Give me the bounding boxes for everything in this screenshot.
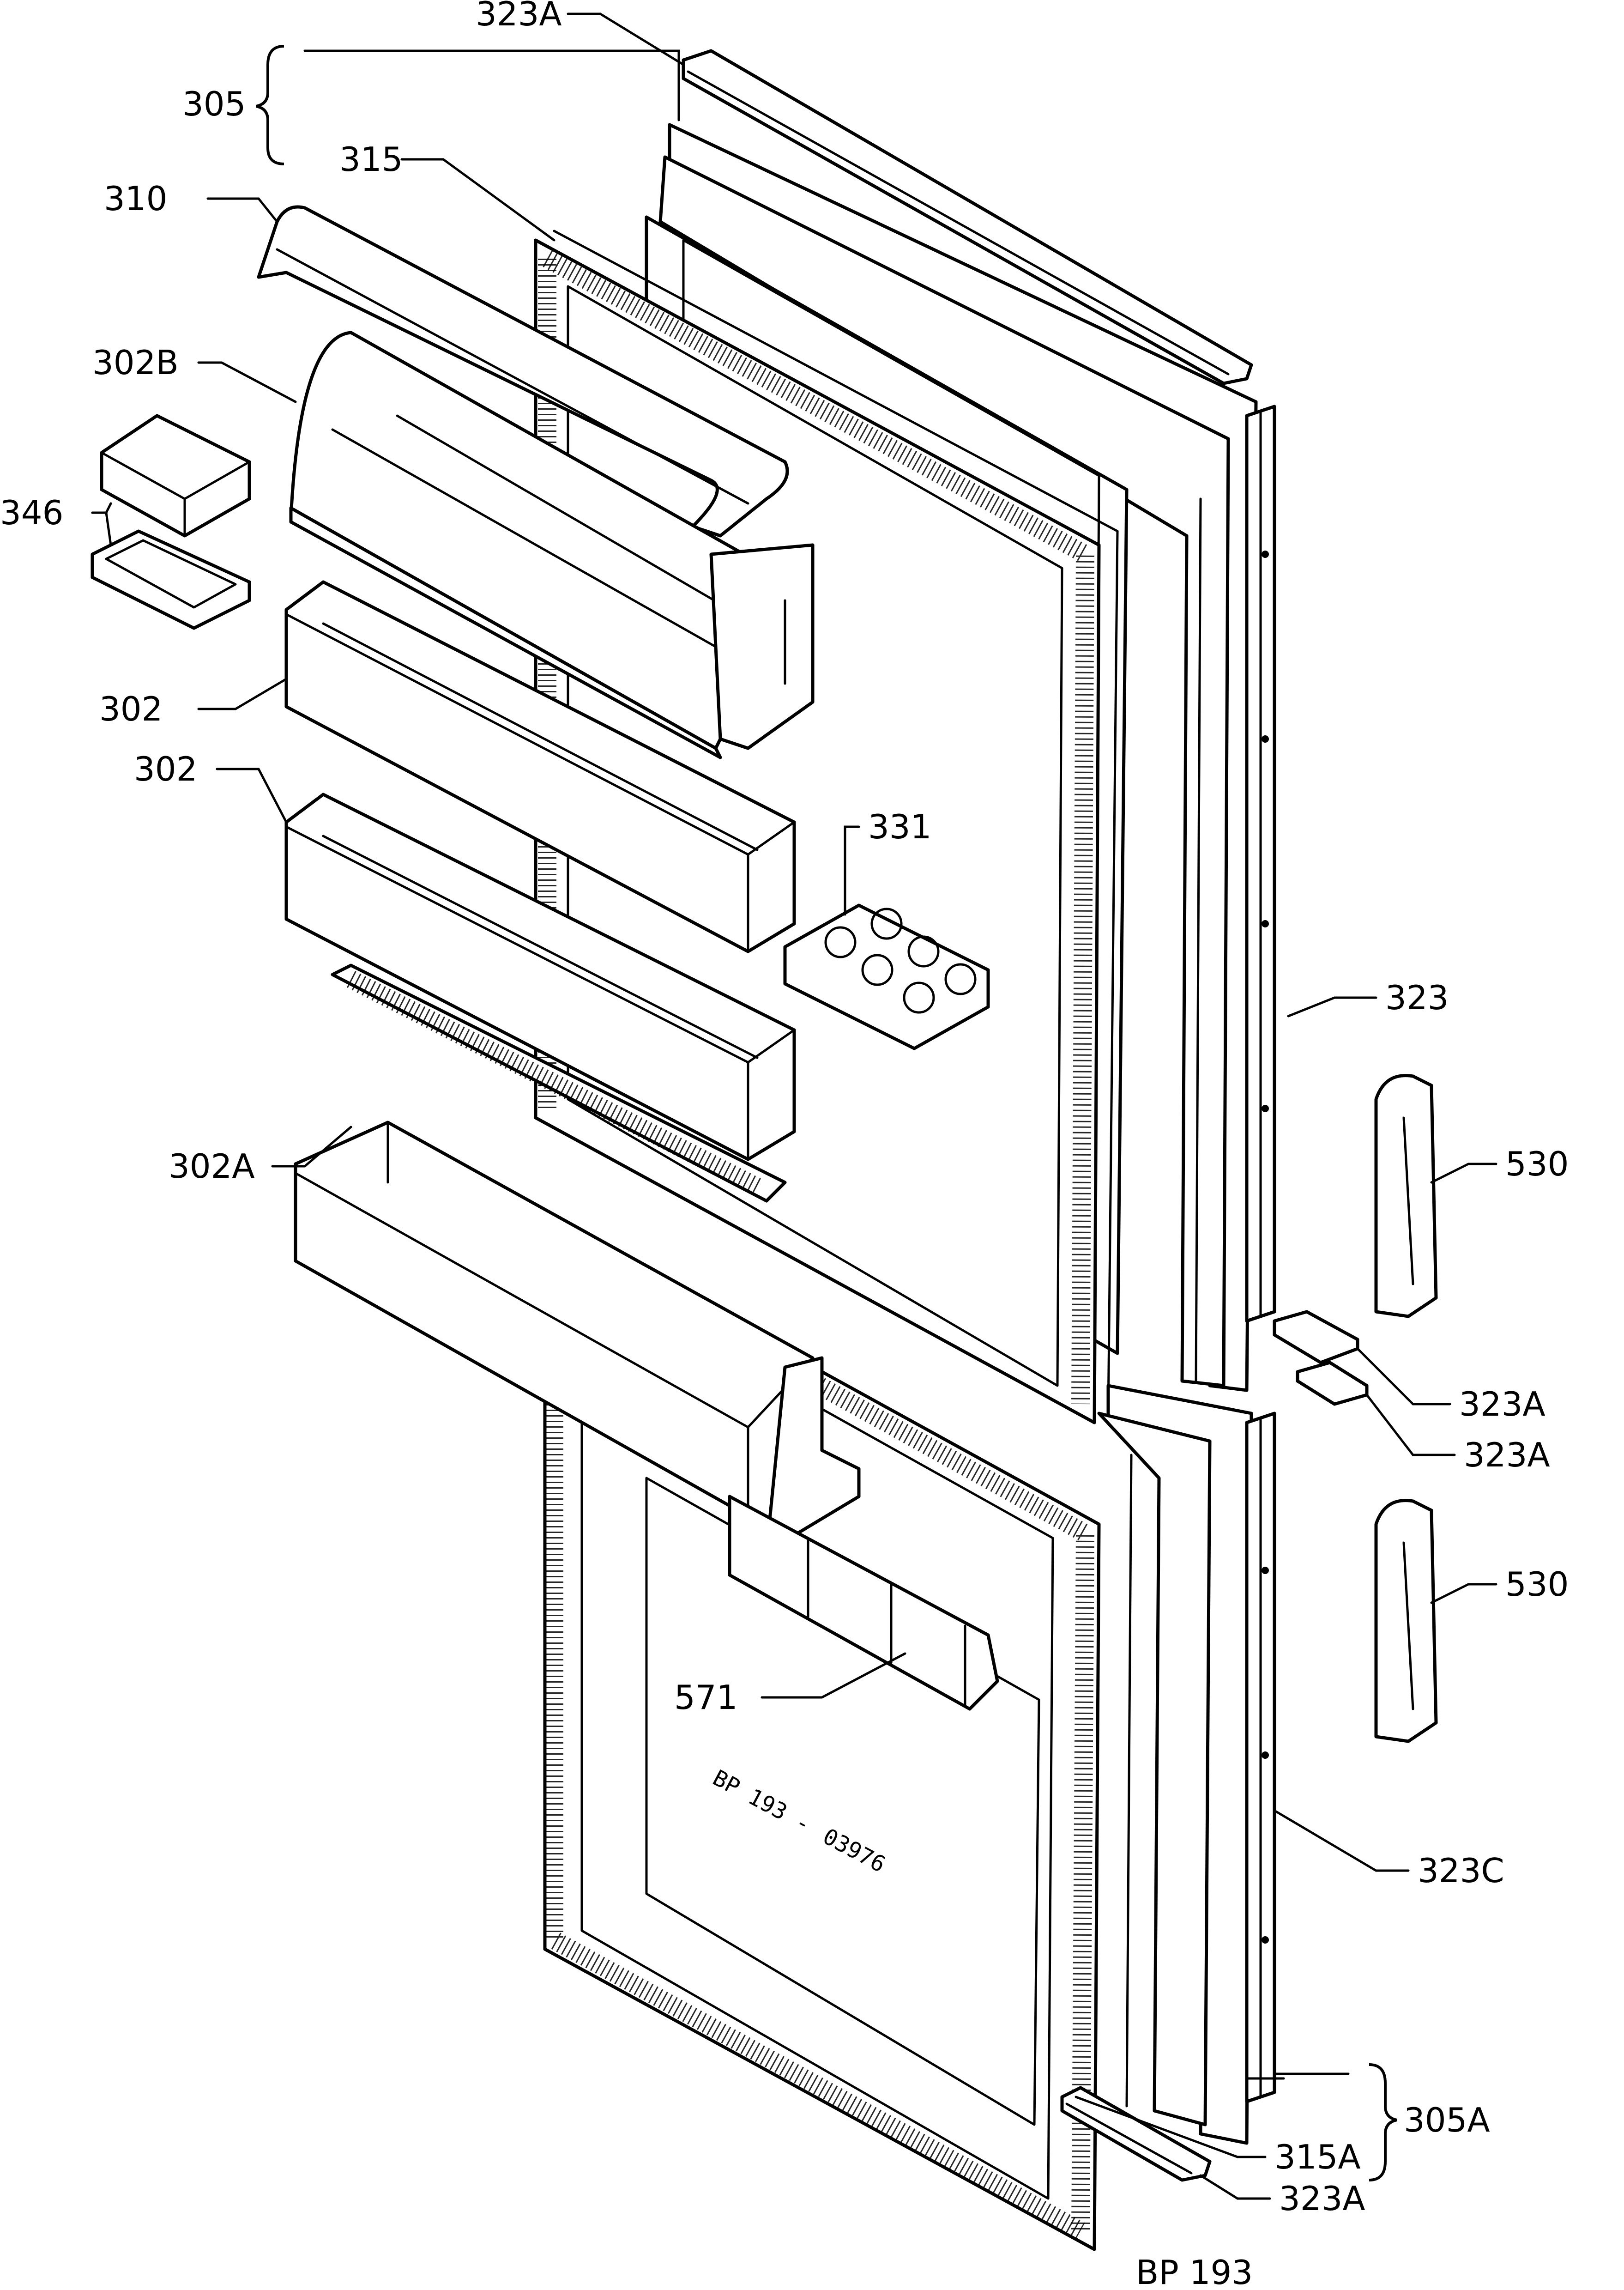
callout-302-upper: 302 [99,690,163,728]
callout-346: 346 [0,493,63,532]
callout-302B: 302B [92,343,179,382]
bottom-trim-323A [1060,2086,1212,2182]
callout-305A: 305A [1404,2101,1490,2139]
callout-302-lower: 302 [134,750,197,788]
leader-lines [91,12,1497,2200]
callout-323: 323 [1385,978,1449,1017]
callout-530-upper: 530 [1505,1145,1569,1183]
footer-code: BP 193 [1136,2253,1253,2290]
hinge-bracket-323A-lower [1296,1361,1369,1406]
door-shelf-302-upper [284,580,796,953]
handle-530-lower [1374,1499,1438,1743]
hinge-bracket-323A-upper [1273,1310,1359,1364]
bracket-305 [256,45,284,165]
hinge-cover-323 [1245,405,1276,1323]
butter-dish-346 [91,414,251,630]
callout-323A-top: 323A [476,0,562,33]
callout-331: 331 [868,807,931,846]
dairy-lid-310 [257,205,789,538]
upper-door-outer-panel [658,123,1258,1392]
door-shelf-302-lower [284,793,796,1161]
callout-302A: 302A [169,1147,255,1186]
callout-323C: 323C [1418,1851,1504,1890]
callout-315: 315 [339,140,403,179]
callout-310: 310 [104,179,167,218]
hinge-cover-323C [1245,1412,1276,2103]
callout-530-lower: 530 [1505,1565,1569,1604]
top-trim-strip-323A [682,49,1253,385]
callout-571: 571 [674,1678,737,1717]
callout-323A-bottom: 323A [1279,2179,1365,2218]
callout-305: 305 [182,85,246,123]
egg-tray-331 [783,903,990,1050]
callout-323A-mid2: 323A [1464,1436,1550,1474]
dairy-compartment-302B [289,331,815,759]
freezer-flap-571 [728,1495,999,1711]
handle-530-upper [1374,1074,1438,1318]
callout-323A-mid1: 323A [1459,1385,1546,1424]
callout-315A: 315A [1274,2138,1361,2176]
lower-door-outer-panel [1097,1384,1253,2145]
bottle-retainer-302A [331,963,787,1203]
bracket-305A [1369,2063,1397,2181]
